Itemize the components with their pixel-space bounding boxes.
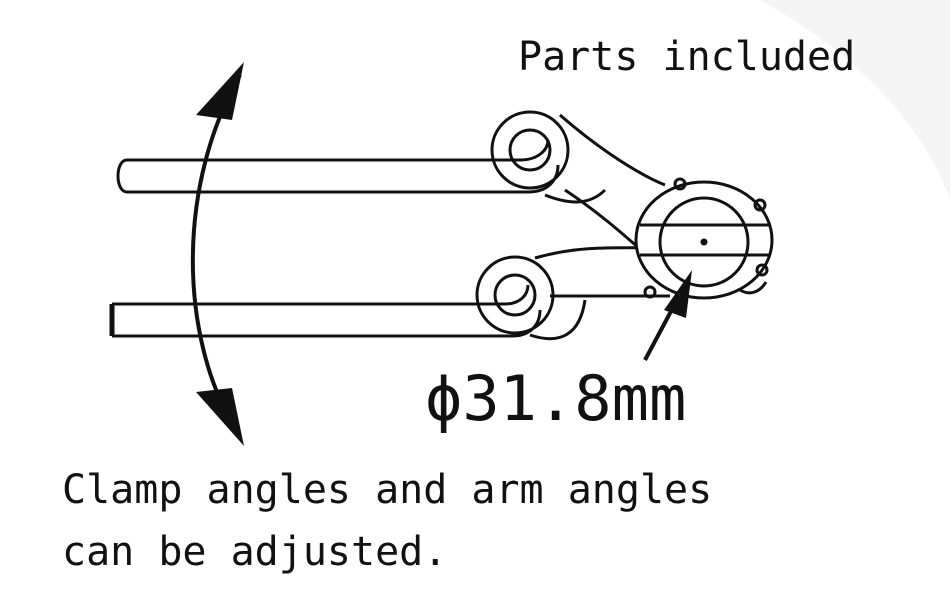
- clamp-ring: [634, 177, 774, 300]
- caption-line-2: can be adjusted.: [62, 529, 448, 575]
- double-arrow-arc-icon: [190, 62, 244, 446]
- upper-arm: [116, 110, 666, 264]
- diameter-label: ϕ31.8mm: [425, 362, 687, 435]
- caption-line-1: Clamp angles and arm angles: [62, 467, 713, 513]
- parts-included-label: Parts included: [518, 34, 856, 80]
- arrow-pointer-icon: [643, 270, 692, 361]
- background-swoosh: [760, 0, 950, 200]
